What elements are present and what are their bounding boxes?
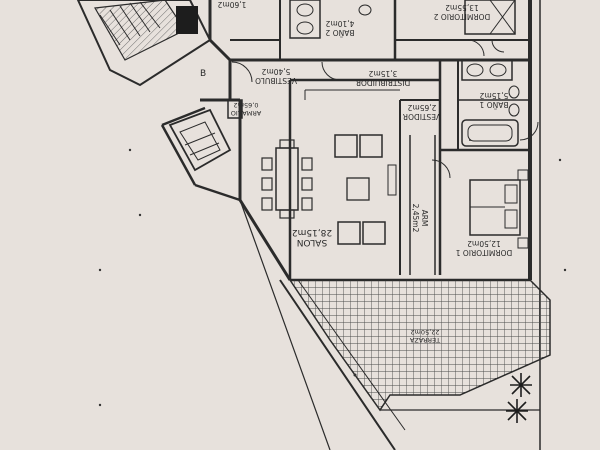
label-distribuidor-name: DISTRIBUIDOR [356,78,411,87]
door-swings [231,39,539,179]
room-labels: DORMITORIO 2 13,55m2 BAÑO 2 4,10m2 DISTR… [200,0,512,344]
tree-icon [506,399,528,423]
label-salon-name: SALON [297,237,328,247]
stair-block [76,0,212,87]
terrace [239,199,551,450]
label-vestidor-name: VESTIDOR [403,112,441,121]
label-salon-area: 28,15m2 [292,227,332,237]
sink-icon [489,63,507,77]
label-bano1-area: 5,15m2 [479,91,508,100]
bed-icon [469,169,529,249]
tree-icon [510,373,532,397]
sofa-icon [334,134,397,245]
label-dorm1-area: 12,50m2 [467,239,501,248]
label-armario-area: 0,65m2 [234,101,259,109]
bed-icon [464,0,516,35]
sink-icon [466,63,484,77]
toilet-icon [358,4,372,16]
label-dorm2-name: DORMITORIO 2 [434,12,491,21]
label-dorm1-name: DORMITORIO 1 [456,248,513,257]
label-distribuidor-area: 3,15m2 [368,69,397,78]
label-vestibulo-name: VESTIBULO [255,76,297,85]
armario-box [168,99,243,172]
label-armario-name: ARMARIO [231,109,262,117]
sink-icon [296,3,314,17]
label-bano2-area: 4,10m2 [325,19,354,28]
label-top-fragment: 1,60m2 [217,0,246,9]
toilet-icon [508,103,520,117]
bano1-fixtures [461,59,520,147]
label-vestidor-area: 2,65m2 [407,103,436,112]
scattered-dots [98,139,567,407]
sink-icon [296,21,314,35]
label-terraza-area: 22,50m2 [410,328,439,336]
label-arm-name: ARM [420,210,429,227]
label-marker-b: B [200,69,206,79]
bano2-fixtures [289,0,372,39]
bathtub-icon [461,119,519,147]
toilet-icon [508,85,520,99]
label-dorm2-area: 13,55m2 [445,3,479,12]
label-vestibulo-area: 5,40m2 [261,67,290,76]
label-bano2-name: BAÑO 2 [325,28,354,37]
stair-icon [99,1,161,46]
label-arm-area: 2,45m2 [411,204,420,233]
dining-table-icon [261,139,313,219]
label-bano1-name: BAÑO 1 [479,100,508,109]
label-terraza-name: TERRAZA [409,336,441,344]
